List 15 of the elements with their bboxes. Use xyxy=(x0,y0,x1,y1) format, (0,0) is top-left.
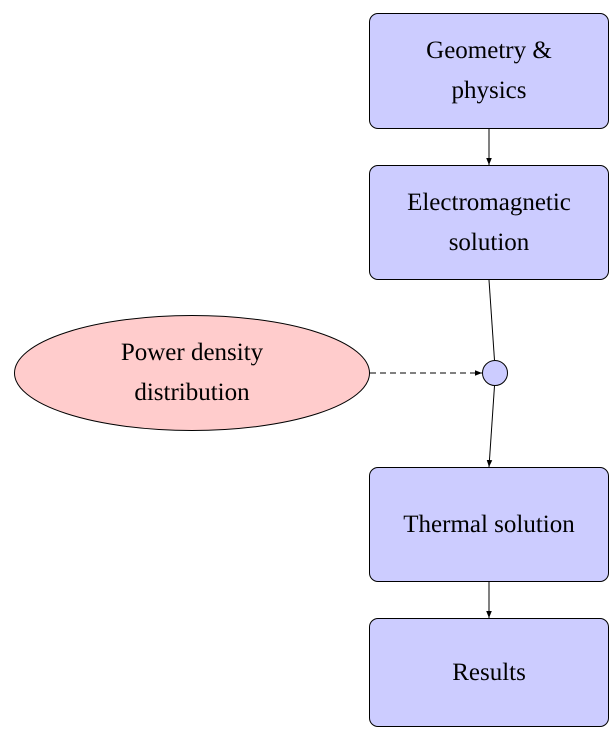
process-box xyxy=(369,618,609,727)
node-label: Results xyxy=(452,658,526,688)
arrow xyxy=(370,370,482,376)
node-label: Power density distribution xyxy=(120,338,264,408)
node-label: Thermal solution xyxy=(403,510,575,540)
junction-circle xyxy=(482,360,508,386)
arrow xyxy=(486,128,492,166)
process-box xyxy=(369,165,609,280)
node-label: Geometry & physics xyxy=(425,36,553,106)
arrow xyxy=(486,386,495,468)
arrow xyxy=(486,582,492,618)
process-box xyxy=(369,467,609,582)
node-label: Electromagnetic solution xyxy=(406,188,572,258)
process-box xyxy=(369,13,609,129)
data-ellipse xyxy=(14,315,370,431)
